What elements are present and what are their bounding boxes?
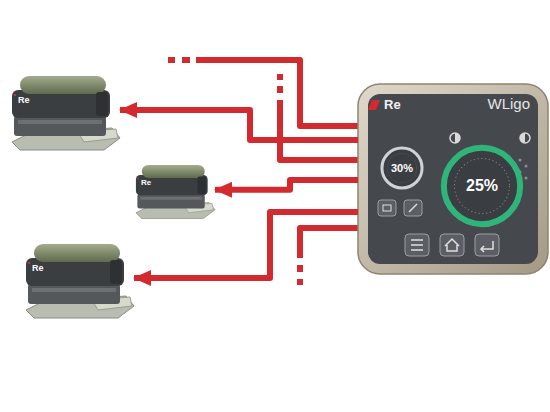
gauge-ticks [387,153,416,182]
gauge-value: 25% [466,177,498,195]
brand-logo: Re [384,98,401,112]
web-guide-actuator: Re [8,72,120,152]
signal-arrow [134,212,358,278]
signal-lines [168,60,358,285]
brand-logo: Re [32,264,44,274]
model-name: WLigo [487,96,530,113]
control-panel [358,84,548,274]
brand-logo: Re [18,96,30,106]
gauge-ring [444,148,520,224]
actuator-drawing [12,76,120,150]
brand-logo: Re [141,179,151,188]
gauge-ring [382,148,422,188]
web-guide-actuator: Re [22,240,134,320]
gauge-value: 30% [391,162,413,174]
gauge-ticks [455,159,510,214]
web-guide-actuator: Re [133,162,215,220]
signal-arrow [120,110,358,140]
control-panel-node: Re WLigo 30% 25% [358,84,548,274]
main-gauge: 25% [440,144,524,228]
small-gauge: 30% [380,146,424,190]
signal-arrow [215,180,358,190]
actuator-drawing [136,165,215,219]
actuator-drawing [26,244,134,318]
